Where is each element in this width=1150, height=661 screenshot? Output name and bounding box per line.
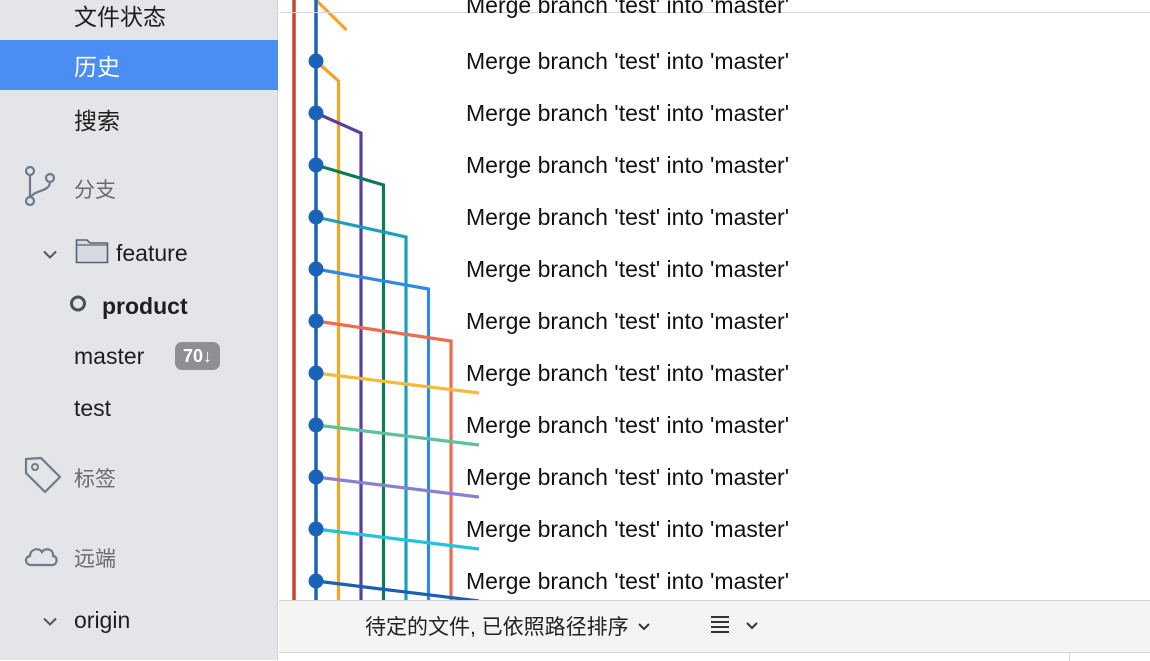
chevron-down-icon (637, 614, 651, 638)
sidebar-item-label: 历史 (74, 54, 120, 80)
sidebar-item-search[interactable]: 搜索 (0, 94, 278, 144)
commit-row[interactable]: Merge branch 'test' into 'master' (466, 360, 790, 386)
graph-branch-line (315, 319, 453, 600)
cloud-icon (22, 542, 60, 574)
tag-icon (22, 454, 64, 502)
remote-item-origin[interactable]: origin (0, 595, 278, 645)
folder-label: feature (116, 239, 188, 266)
sidebar-item-history[interactable]: 历史 (0, 40, 278, 90)
commit-node (308, 469, 324, 485)
behind-count-badge: 70↓ (175, 342, 221, 370)
branch-folder-feature[interactable]: feature (0, 228, 278, 278)
graph-branch-line (315, 527, 479, 551)
commit-node (308, 209, 324, 225)
commit-row[interactable]: Merge branch 'test' into 'master' (466, 100, 790, 126)
commit-node (308, 261, 324, 277)
folder-icon (75, 236, 109, 270)
commit-row[interactable]: Merge branch 'test' into 'master' (466, 152, 790, 178)
graph-branch-line (314, 59, 341, 600)
sidebar: 文件状态 历史 搜索 分支 feature (0, 0, 278, 660)
commit-row[interactable]: Merge branch 'test' into 'master' (466, 204, 790, 230)
section-header-branches[interactable]: 分支 (0, 164, 278, 214)
commit-node (308, 313, 324, 329)
commit-row[interactable]: Merge branch 'test' into 'master' (466, 516, 790, 542)
sidebar-item-label: 文件状态 (74, 4, 166, 30)
branch-item-master[interactable]: master 70↓ (0, 331, 278, 381)
current-branch-icon (68, 293, 88, 320)
bottom-pane-divider (279, 652, 1150, 661)
section-header-tags[interactable]: 标签 (0, 453, 278, 503)
commit-node (308, 157, 324, 173)
commit-node (308, 53, 324, 69)
chevron-down-icon[interactable] (42, 240, 58, 267)
list-icon (709, 613, 731, 640)
commit-graph (292, 0, 479, 600)
remote-label: origin (74, 606, 131, 633)
commit-node (308, 573, 324, 589)
commit-node (308, 417, 324, 433)
graph-branch-line (315, 111, 363, 600)
branch-label: test (74, 394, 112, 421)
sort-dropdown[interactable]: 待定的文件, 已依照路径排序 (365, 611, 651, 641)
bottom-toolbar: 待定的文件, 已依照路径排序 (279, 600, 1150, 652)
graph-branch-line (315, 371, 479, 395)
branch-label: product (102, 292, 188, 319)
section-header-remotes[interactable]: 远端 (0, 533, 278, 583)
section-title: 标签 (74, 468, 116, 491)
sort-label: 待定的文件, 已依照路径排序 (365, 616, 629, 639)
graph-branch-line (315, 579, 479, 600)
commit-row[interactable]: Merge branch 'test' into 'master' (466, 48, 790, 74)
commit-row[interactable]: Merge branch 'test' into 'master' (466, 308, 790, 334)
commit-row[interactable]: Merge branch 'test' into 'master' (466, 256, 790, 282)
graph-branch-line (315, 267, 431, 600)
sidebar-item-label: 搜索 (74, 108, 120, 134)
commit-row[interactable]: Merge branch 'test' into 'master' (466, 0, 790, 18)
commit-row[interactable]: Merge branch 'test' into 'master' (466, 568, 790, 594)
graph-branch-line (315, 163, 386, 600)
branch-label: master (74, 342, 145, 369)
sidebar-item-file-status[interactable]: 文件状态 (0, 0, 278, 40)
branch-item-product[interactable]: product (0, 281, 278, 331)
commit-node (308, 105, 324, 121)
graph-branch-line (315, 423, 479, 447)
commit-row[interactable]: Merge branch 'test' into 'master' (466, 464, 790, 490)
section-title: 远端 (74, 548, 116, 571)
header-divider (279, 12, 1150, 13)
commit-row[interactable]: Merge branch 'test' into 'master' (466, 412, 790, 438)
commit-history-panel: Merge branch 'test' into 'master' Merge b… (279, 0, 1150, 600)
branch-icon (22, 164, 58, 214)
view-mode-dropdown[interactable] (709, 613, 759, 640)
branch-item-test[interactable]: test (0, 383, 278, 433)
graph-branch-line (314, 0, 348, 32)
chevron-down-icon[interactable] (42, 607, 58, 634)
chevron-down-icon (745, 618, 759, 636)
section-title: 分支 (74, 179, 116, 202)
graph-branch-line (315, 475, 479, 499)
commit-node (308, 521, 324, 537)
commit-node (308, 365, 324, 381)
graph-branch-line (315, 215, 408, 600)
